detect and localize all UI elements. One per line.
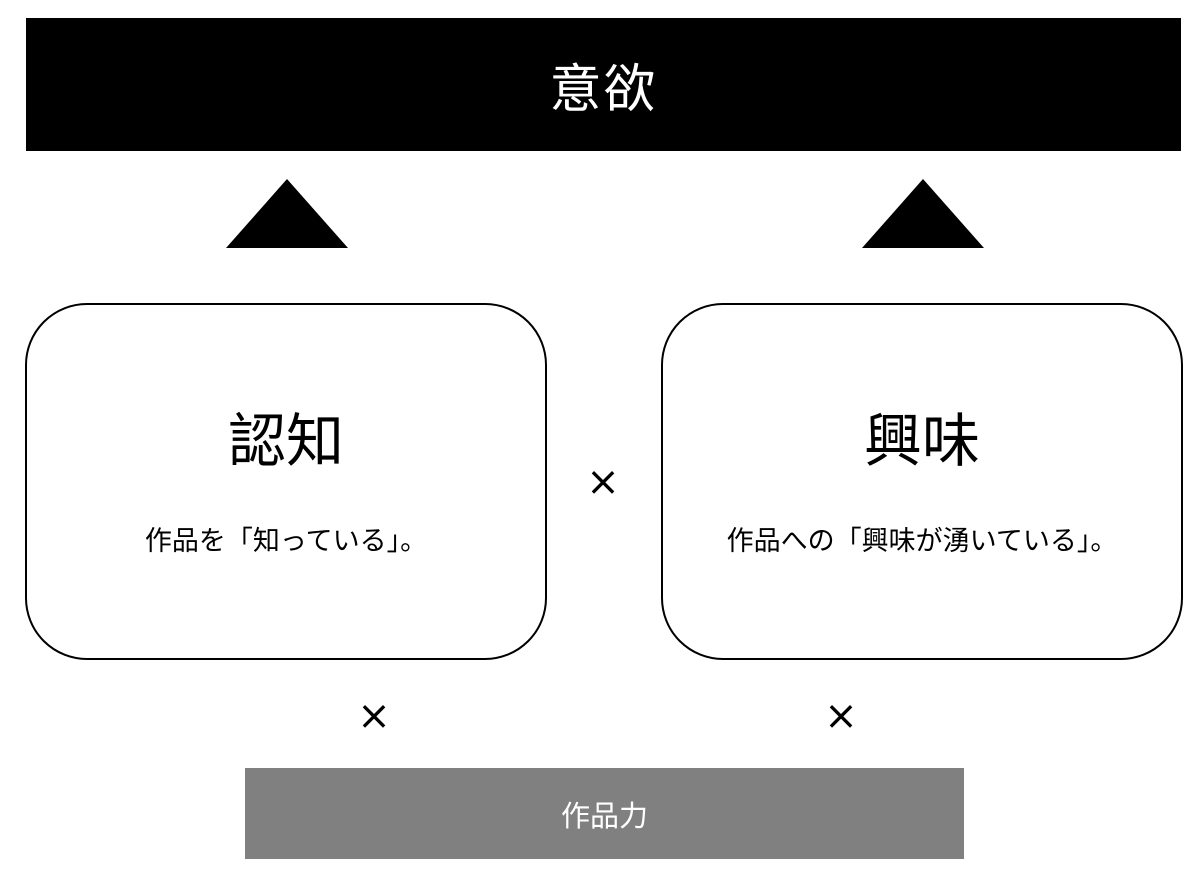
interest-card: 興味 作品への「興味が湧いている」。 — [661, 303, 1183, 660]
triangle-up-icon — [862, 179, 984, 248]
work-power-box: 作品力 — [245, 768, 964, 859]
triangle-up-icon — [226, 179, 348, 248]
multiply-operator-bottom-left: × — [357, 693, 391, 739]
awareness-card: 認知 作品を「知っている」。 — [25, 303, 547, 660]
awareness-title: 認知 — [227, 407, 344, 475]
work-power-label: 作品力 — [560, 798, 648, 833]
multiply-operator-bottom-right: × — [824, 693, 858, 739]
interest-description: 作品への「興味が湧いている」。 — [726, 526, 1118, 557]
awareness-description: 作品を「知っている」。 — [144, 526, 428, 557]
motivation-label: 意欲 — [549, 60, 658, 120]
multiply-operator-middle: × — [586, 459, 620, 505]
interest-title: 興味 — [863, 407, 980, 475]
motivation-box: 意欲 — [26, 18, 1181, 151]
